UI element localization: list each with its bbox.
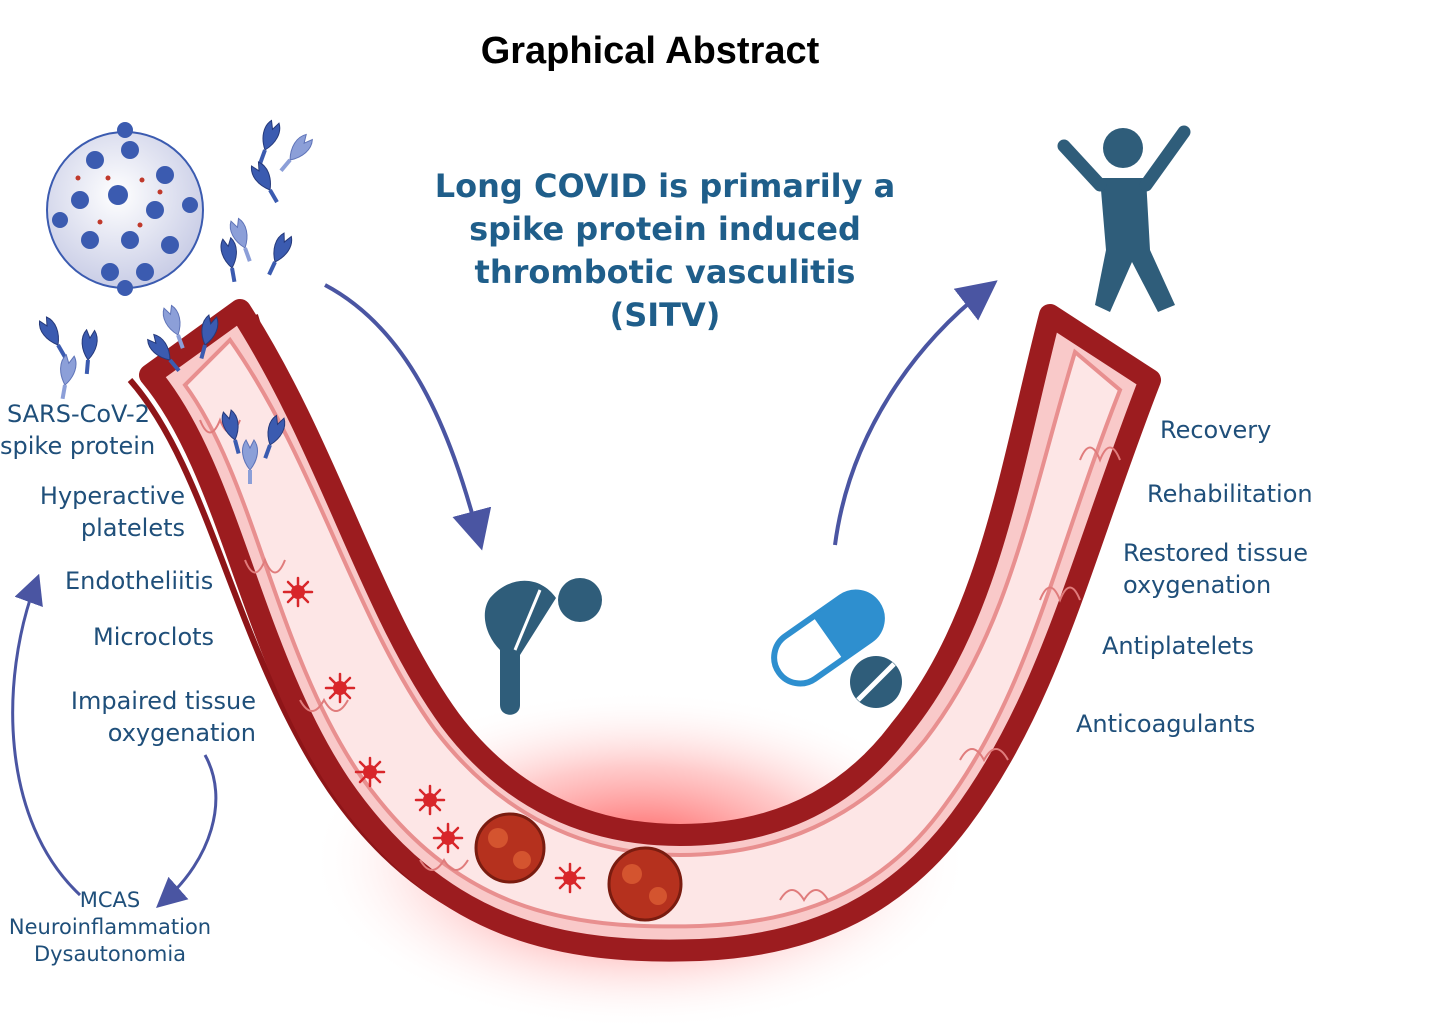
cycle-arrow-up — [11, 573, 82, 897]
label-downstream-effects: MCAS Neuroinflammation Dysautonomia — [5, 887, 215, 968]
celebrating-person-icon — [1057, 125, 1191, 312]
virus-icon — [46, 122, 204, 296]
label-line: Neuroinflammation — [8, 915, 212, 939]
fatigued-person-icon — [484, 578, 602, 715]
headline-line: thrombotic vasculitis — [474, 253, 856, 291]
endothelial-cells — [199, 417, 1121, 902]
label-recovery: Recovery — [1160, 416, 1272, 444]
label-hyperactive-platelets: Hyperactive platelets — [10, 480, 185, 544]
headline-line: Long COVID is primarily a — [434, 167, 896, 205]
label-line: oxygenation — [107, 719, 256, 747]
label-microclots: Microclots — [93, 623, 215, 651]
headline-line: spike protein induced — [469, 210, 861, 248]
label-restored-oxygenation: Restored tissue oxygenation — [1123, 537, 1308, 601]
label-line: Hyperactive — [39, 482, 185, 510]
label-line: oxygenation — [1123, 571, 1272, 599]
tablet-icon — [850, 656, 902, 708]
up-arrow — [833, 280, 998, 546]
down-arrow — [324, 283, 492, 551]
page-title: Graphical Abstract — [480, 30, 820, 72]
microclot-icon — [474, 812, 683, 922]
label-line: Impaired tissue — [70, 687, 256, 715]
label-line: SARS-CoV-2 — [6, 400, 150, 428]
label-line: MCAS — [79, 888, 141, 912]
label-impaired-oxygenation: Impaired tissue oxygenation — [40, 685, 256, 749]
label-line: spike protein — [0, 432, 156, 460]
label-antiplatelets: Antiplatelets — [1102, 632, 1254, 660]
label-anticoagulants: Anticoagulants — [1076, 710, 1256, 738]
label-line: platelets — [80, 514, 185, 542]
label-line: Dysautonomia — [33, 942, 187, 966]
label-spike-protein: SARS-CoV-2 spike protein — [0, 398, 156, 462]
pill-capsule-icon — [771, 589, 885, 687]
headline: Long COVID is primarily a spike protein … — [430, 165, 900, 337]
headline-line: (SITV) — [609, 296, 721, 334]
label-endotheliitis: Endotheliitis — [65, 567, 214, 595]
cycle-arrow-down — [156, 754, 218, 908]
label-line: Restored tissue — [1123, 539, 1308, 567]
label-rehabilitation: Rehabilitation — [1147, 480, 1313, 508]
